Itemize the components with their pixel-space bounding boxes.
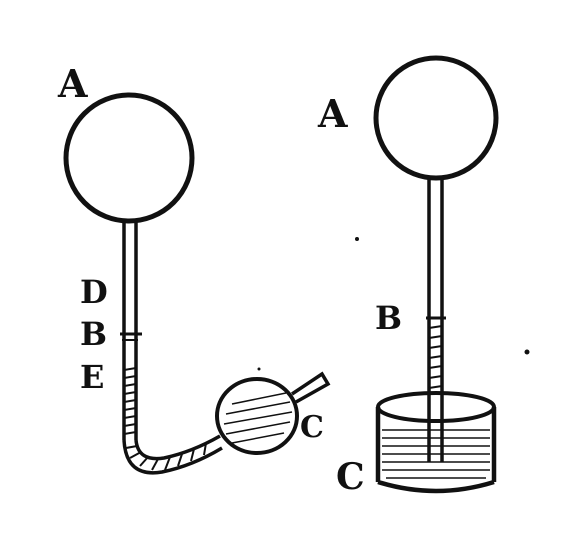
- ink-speck: [355, 237, 359, 241]
- left-scale-label-b: B: [80, 315, 107, 353]
- right-liquid-column: [426, 316, 446, 389]
- left-reservoir-shading: [223, 392, 293, 444]
- left-reservoir-label: C: [300, 410, 324, 445]
- left-liquid-column: [123, 367, 137, 435]
- left-glass-bulb: [63, 92, 195, 224]
- left-tube-bend-hatching: [125, 442, 207, 471]
- right-vessel-label: C: [336, 456, 365, 498]
- left-scale-label-e: E: [80, 358, 104, 396]
- ink-speck: [524, 349, 530, 355]
- left-reservoir-spout: [291, 371, 331, 404]
- right-vessel: [375, 391, 497, 494]
- right-apparatus: [373, 55, 499, 494]
- right-vessel-rim: [376, 391, 496, 423]
- left-tube-bend: [122, 439, 223, 475]
- right-bulb-label: A: [317, 91, 348, 136]
- left-apparatus: [63, 92, 331, 475]
- ink-speck: [257, 367, 261, 371]
- right-glass-bulb: [373, 55, 499, 181]
- left-bulb-label: A: [57, 61, 88, 106]
- left-tube-bend-inner: [134, 434, 221, 461]
- left-reservoir-ball: [215, 377, 299, 455]
- left-scale-label-d: D: [80, 273, 108, 311]
- right-tube-label: B: [375, 299, 402, 337]
